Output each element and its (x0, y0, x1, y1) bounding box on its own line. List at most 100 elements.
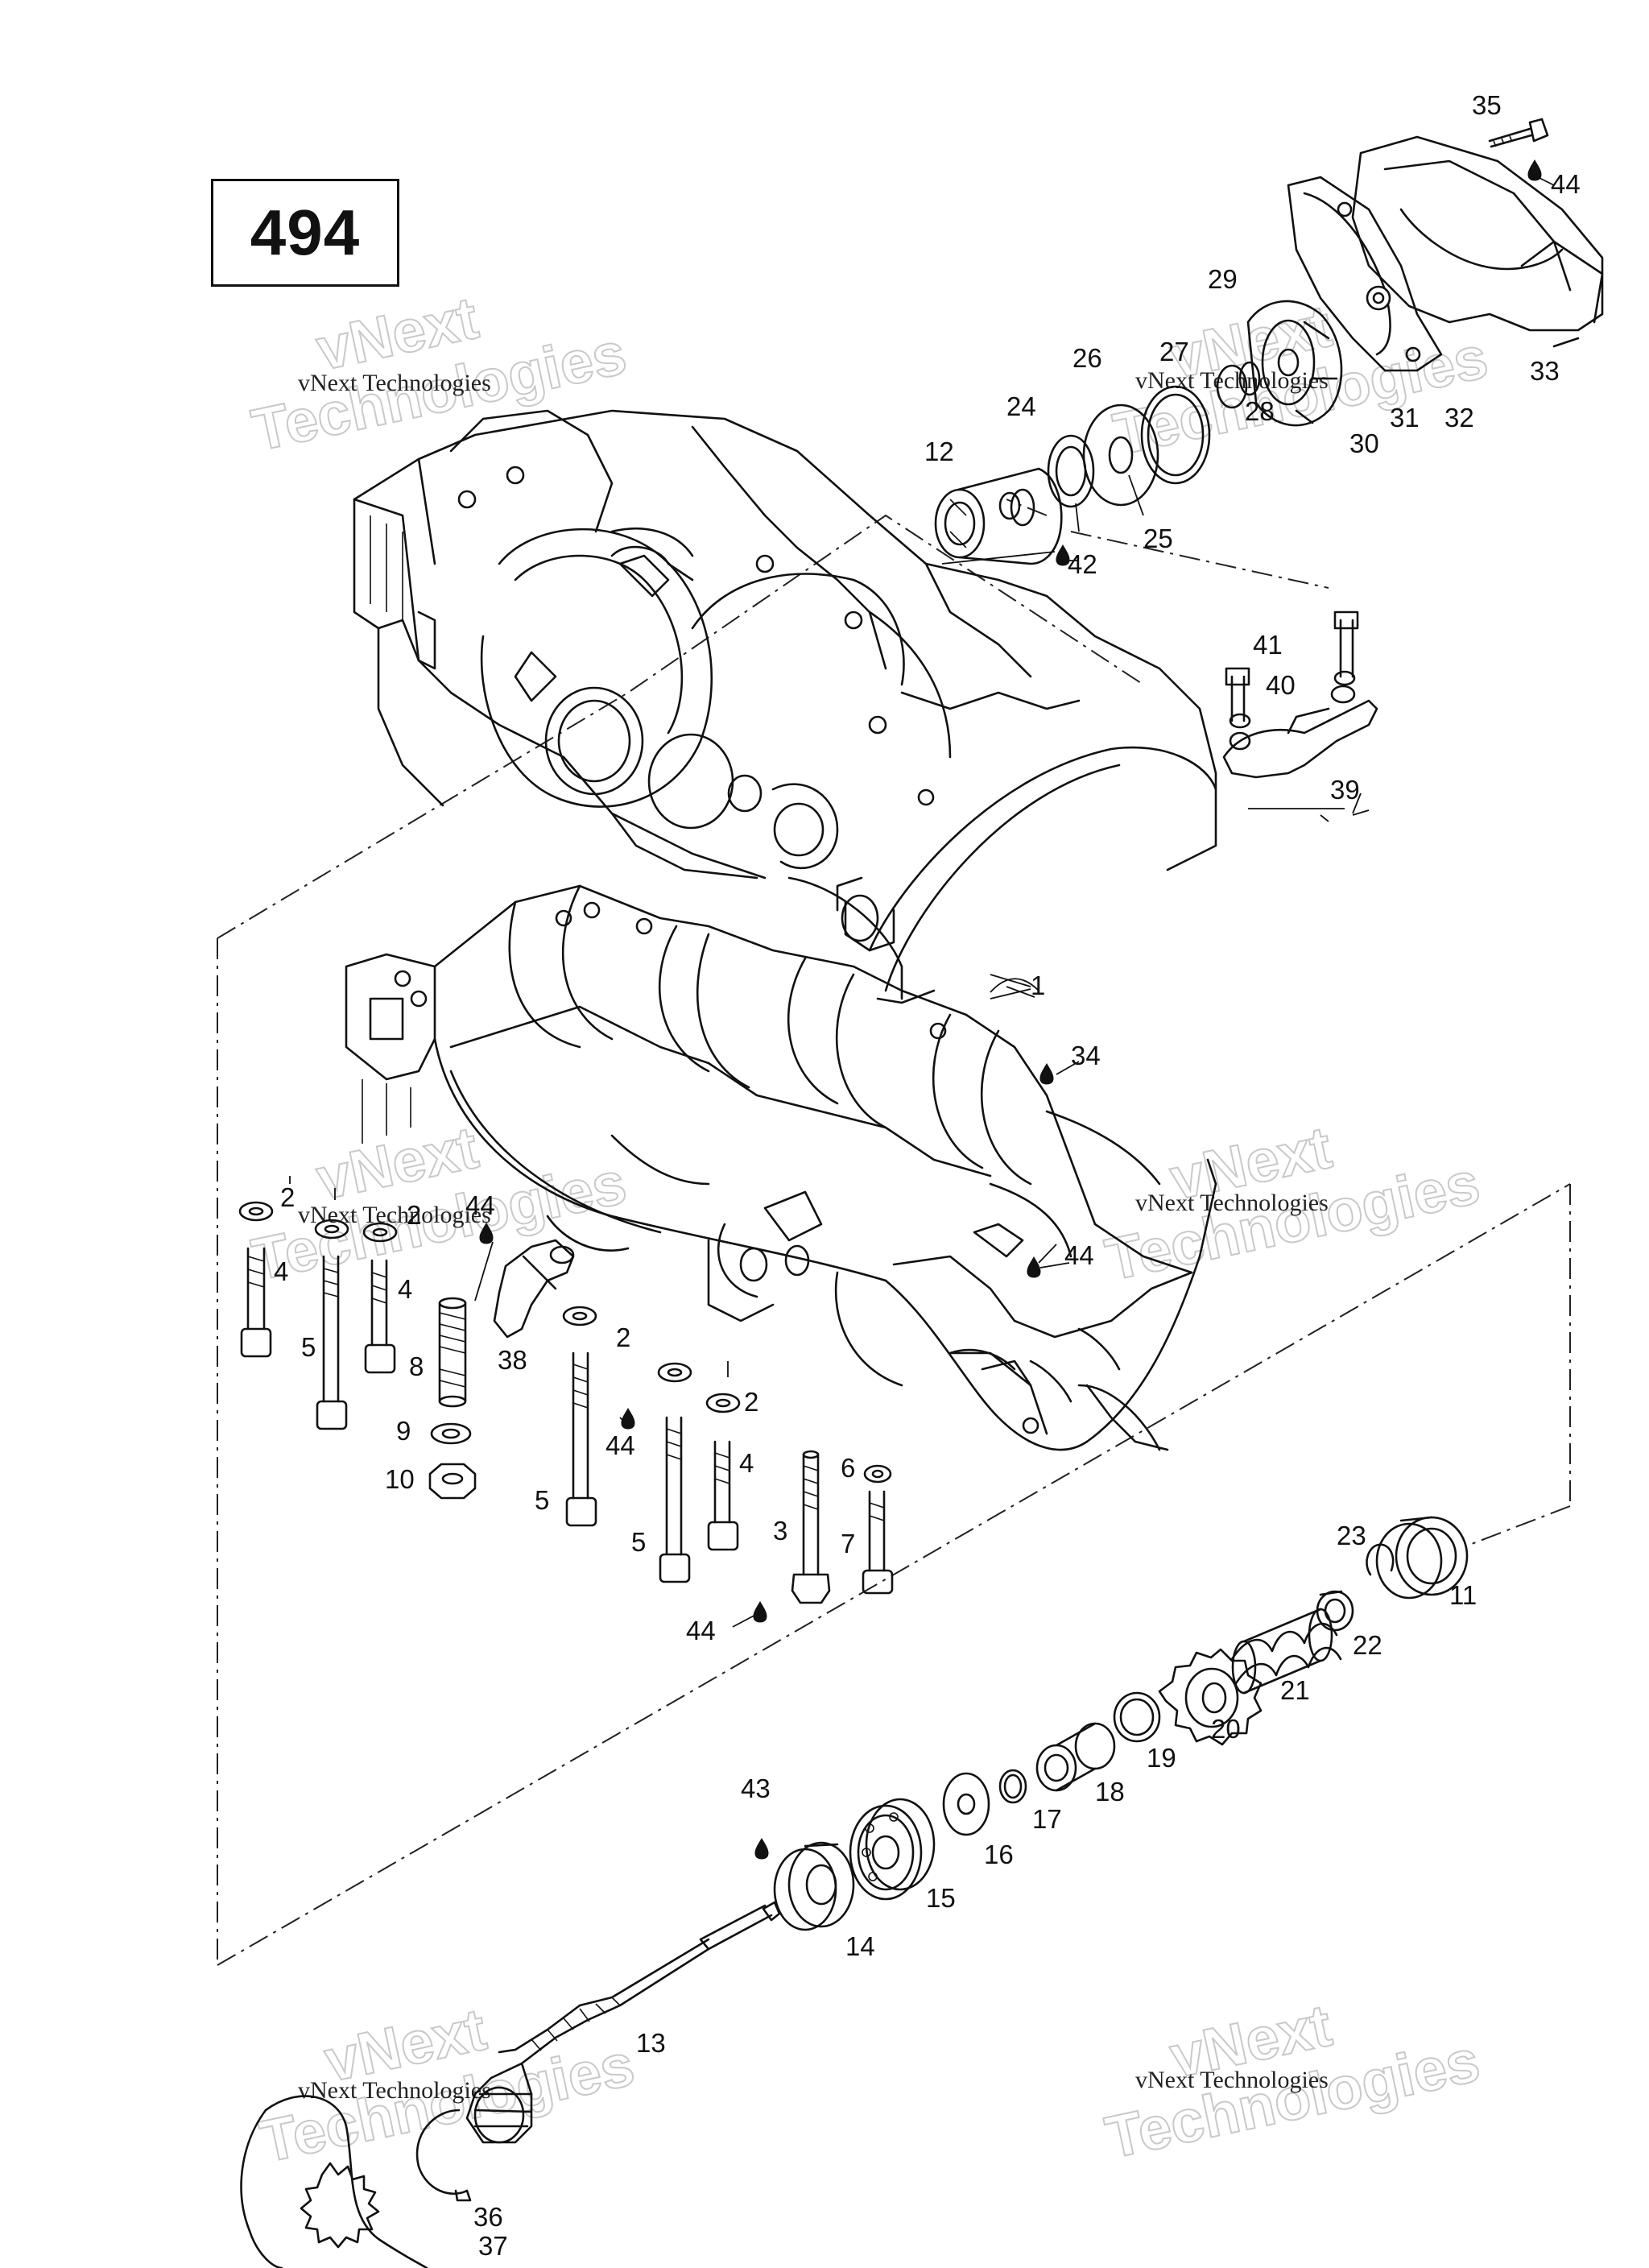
drop-44-left (479, 1223, 494, 1244)
spring-21 (1230, 1608, 1342, 1695)
shaft-13 (465, 1901, 781, 2144)
bushing-18 (1035, 1722, 1116, 1792)
watermark-small: vNext Technologies (298, 2077, 491, 2104)
callout-16: 16 (984, 1840, 1014, 1869)
callout-44: 44 (465, 1190, 495, 1220)
callout-34: 34 (1071, 1041, 1101, 1070)
lower-crankcase (345, 884, 1217, 1451)
washer-19 (1113, 1691, 1161, 1743)
circlip-36 (415, 2109, 472, 2202)
callout-9: 9 (396, 1416, 411, 1446)
callout-30: 30 (1349, 428, 1379, 458)
callout-5: 5 (535, 1485, 549, 1515)
drop-44-right (1027, 1256, 1041, 1278)
watermark-small: vNext Technologies (298, 1202, 491, 1228)
callout-2: 2 (407, 1200, 421, 1230)
callout-4: 4 (398, 1274, 412, 1304)
watermark-small: vNext Technologies (298, 370, 491, 396)
seal-25 (1082, 404, 1159, 507)
drop-44-top (1527, 159, 1542, 181)
impeller-29 (1246, 300, 1343, 427)
reference-box: 494 (211, 179, 399, 287)
callout-11: 11 (1449, 1580, 1477, 1610)
callout-13: 13 (636, 2028, 666, 2058)
ring-17 (998, 1769, 1027, 1804)
small-ring-27-28 (1216, 361, 1261, 409)
callout-43: 43 (741, 1773, 771, 1803)
callout-38: 38 (498, 1345, 527, 1375)
callout-26: 26 (1072, 343, 1102, 373)
seal-14 (773, 1841, 855, 1931)
callout-14: 14 (845, 1931, 875, 1961)
callout-2: 2 (280, 1182, 295, 1212)
watermark-small: vNext Technologies (1135, 1190, 1329, 1216)
callout-23: 23 (1337, 1521, 1366, 1550)
plate-37 (240, 2095, 428, 2268)
callout-21: 21 (1280, 1675, 1310, 1705)
callout-28: 28 (1245, 396, 1275, 426)
callout-40: 40 (1266, 670, 1296, 700)
circlip-23 (1366, 1543, 1395, 1576)
callout-41: 41 (1253, 630, 1283, 660)
callout-5: 5 (631, 1527, 646, 1557)
callout-36: 36 (473, 2202, 503, 2232)
drop-34 (1039, 1063, 1054, 1085)
callout-15: 15 (926, 1883, 956, 1913)
callout-39: 39 (1330, 775, 1360, 805)
callout-22: 22 (1353, 1630, 1382, 1660)
cover-39 (1222, 610, 1378, 779)
watermark-group-top-right: vNext Technologies vNext Technologies (1107, 292, 1494, 469)
bearing-15 (849, 1798, 936, 1901)
callout-44: 44 (605, 1430, 635, 1460)
gear-20 (1158, 1648, 1263, 1746)
callout-37-visible: 37 (478, 2231, 508, 2261)
drop-44-center (621, 1408, 635, 1430)
callout-10: 10 (385, 1464, 415, 1494)
fasteners-left (238, 1201, 894, 1604)
watermark-group-bottom-right: vNext Technologies vNext Technologies (1099, 1991, 1486, 2172)
callout-24: 24 (1006, 391, 1036, 421)
callout-6: 6 (841, 1453, 855, 1483)
callout-4: 4 (274, 1256, 288, 1286)
washer-16 (942, 1772, 990, 1836)
callout-2: 2 (744, 1387, 758, 1417)
washer-24 (1047, 434, 1095, 508)
callout-5: 5 (301, 1332, 316, 1362)
seal-26 (1140, 385, 1211, 485)
callout-44: 44 (686, 1616, 716, 1645)
watermark-small: vNext Technologies (1135, 2067, 1329, 2093)
watermark-group-top-left: vNext Technologies vNext Technologies (246, 284, 632, 465)
callout-19: 19 (1147, 1743, 1176, 1773)
reference-number: 494 (250, 197, 361, 268)
callout-25: 25 (1143, 524, 1173, 553)
callout-labels: 1 2 2 2 2 3 4 4 4 5 5 5 6 7 8 9 10 11 12… (274, 90, 1581, 2261)
callout-12: 12 (924, 437, 954, 466)
callout-8: 8 (409, 1351, 424, 1381)
callout-44: 44 (1064, 1240, 1094, 1270)
upper-crankcase (353, 409, 1217, 1004)
drop-44-bottom (753, 1601, 767, 1623)
callout-42: 42 (1068, 549, 1097, 579)
bolt-35 (1488, 118, 1549, 148)
callout-7: 7 (841, 1529, 855, 1558)
callout-31: 31 (1390, 403, 1420, 432)
watermark-group-mid-right: vNext Technologies vNext Technologies (1099, 1113, 1486, 1294)
callout-18: 18 (1095, 1777, 1125, 1807)
water-pump-housing (1287, 135, 1604, 372)
callout-35: 35 (1472, 90, 1502, 120)
callout-44: 44 (1551, 169, 1581, 199)
leader-lines (289, 176, 1555, 1628)
callout-17: 17 (1032, 1804, 1062, 1834)
callout-4: 4 (739, 1448, 754, 1478)
callout-20: 20 (1211, 1714, 1241, 1744)
callout-1: 1 (1031, 971, 1045, 1000)
alignment-frame (217, 499, 1571, 1966)
bearing-11 (1375, 1516, 1469, 1600)
callout-3: 3 (773, 1516, 787, 1546)
callout-27: 27 (1159, 337, 1189, 366)
callout-33: 33 (1530, 356, 1560, 386)
callout-2: 2 (616, 1322, 630, 1352)
callout-32: 32 (1444, 403, 1474, 432)
